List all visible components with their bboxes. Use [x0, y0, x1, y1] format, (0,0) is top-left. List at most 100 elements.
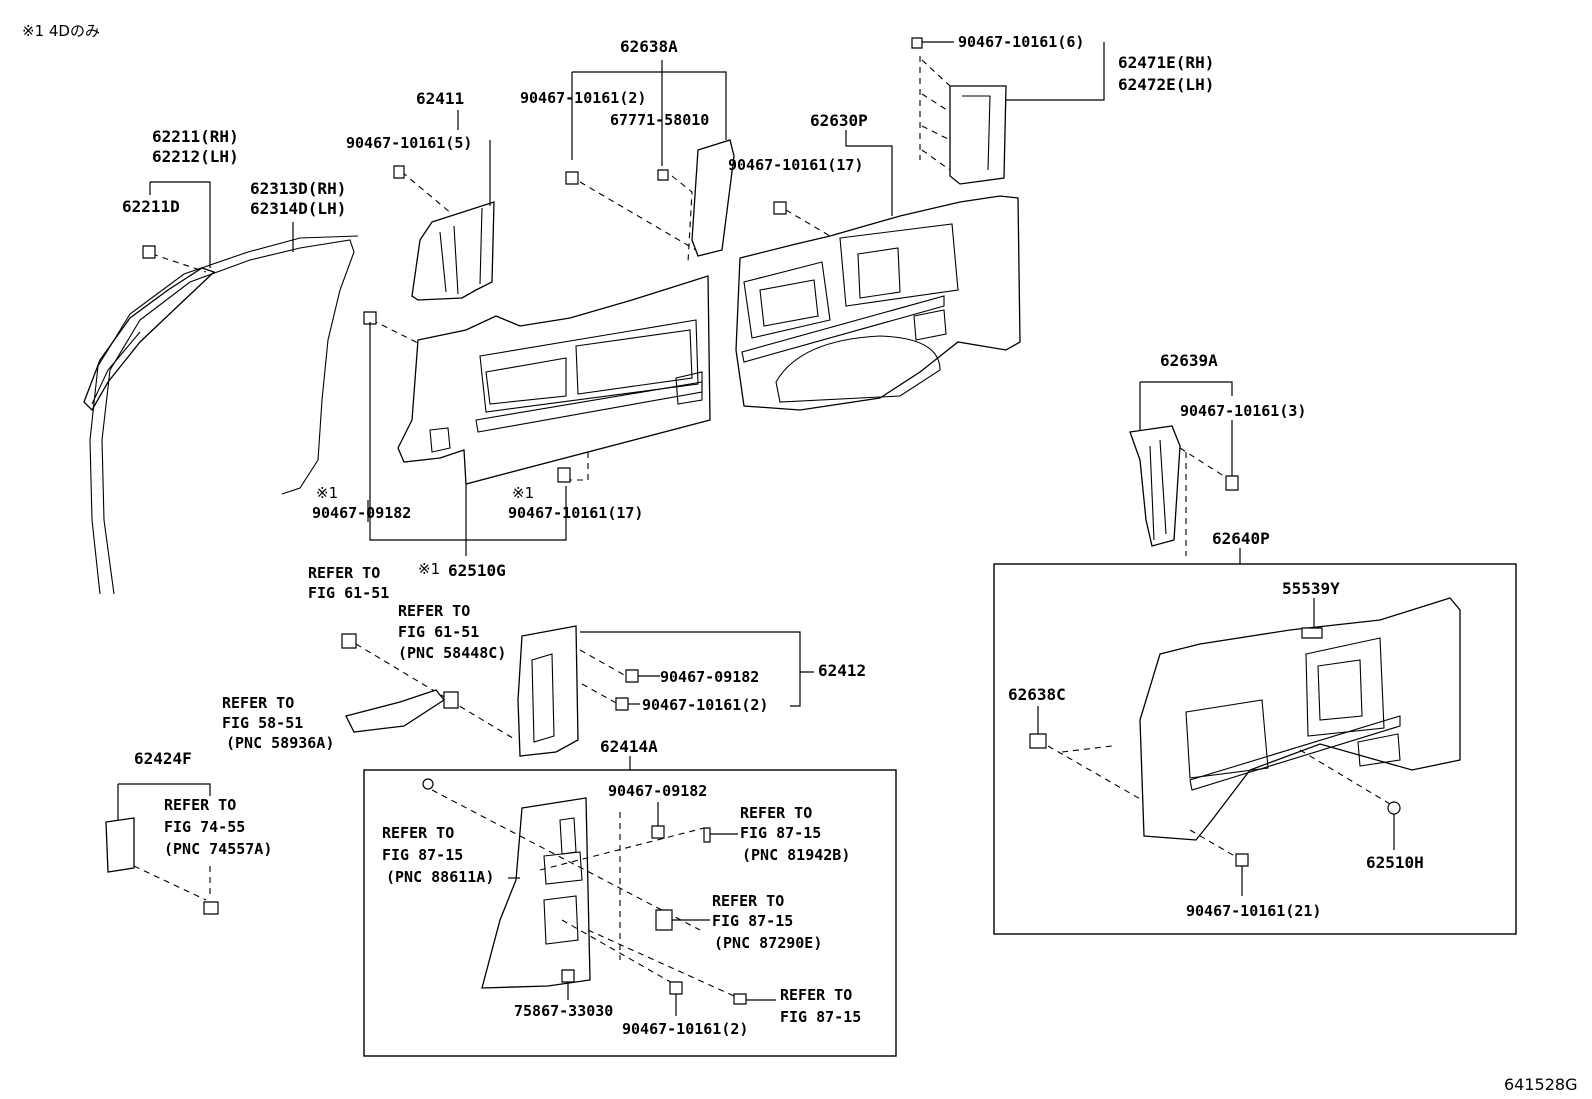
label-75867: 75867-33030: [514, 1002, 613, 1020]
label-62471E: 62471E(RH): [1118, 53, 1214, 72]
label-62640P: 62640P: [1212, 529, 1270, 548]
ref4-line3: (PNC 74557A): [164, 840, 272, 858]
leader-62412: [580, 631, 814, 707]
label-62639A: 62639A: [1160, 351, 1218, 370]
label-62640P-clip: 90467-10161(21): [1186, 902, 1321, 920]
clip-62510G-b: [557, 467, 571, 483]
label-62411: 62411: [416, 89, 464, 108]
leader-62638A: [571, 60, 727, 166]
clip-62638A: [565, 171, 579, 185]
bolt-fig-61-51: [341, 633, 357, 649]
clip-09182c: [651, 825, 665, 839]
mark-1b: ※1: [512, 484, 534, 502]
trim-62414A: [481, 797, 591, 989]
leader-62639A: [1139, 381, 1233, 476]
leader-62411: [457, 110, 491, 206]
clip-67771: [657, 169, 669, 181]
label-62638C: 62638C: [1008, 685, 1066, 704]
leader-62471E: [922, 41, 1105, 101]
bracket-62424F: [105, 817, 135, 873]
clip-62471E: [911, 37, 923, 49]
bolt-ref8: [733, 993, 747, 1005]
trim-62638A: [691, 139, 735, 257]
note-4d-only: ※1 4Dのみ: [22, 22, 100, 40]
label-62471-clip: 90467-10161(6): [958, 33, 1084, 51]
ref7-line3: (PNC 87290E): [714, 934, 822, 952]
leader-62424F: [117, 783, 211, 820]
ref8-line1: REFER TO: [780, 986, 852, 1004]
ref3-line2: FIG 58-51: [222, 714, 303, 732]
label-09182a: 90467-09182: [312, 504, 411, 522]
clip-62510H: [1387, 801, 1401, 815]
leader-62630P: [845, 130, 893, 216]
plug-55539Y: [1301, 627, 1323, 639]
dash-62630P: [785, 209, 831, 237]
clip-62211D: [142, 245, 156, 259]
mark-1c: ※1: [418, 560, 440, 578]
clip-62640P: [1235, 853, 1249, 867]
box-62640P: [993, 563, 1517, 935]
weatherstrip-62313D-inner: [89, 235, 359, 595]
label-62510H: 62510H: [1366, 853, 1424, 872]
label-62212: 62212(LH): [152, 147, 239, 166]
label-62639A-clip: 90467-10161(3): [1180, 402, 1306, 420]
dash-62414A-b: [539, 812, 705, 960]
label-62314D: 62314D(LH): [250, 199, 346, 218]
label-62211: 62211(RH): [152, 127, 239, 146]
trim-62630P: [735, 195, 1021, 411]
dash-62510G-a: [371, 319, 421, 345]
trim-62411: [411, 201, 495, 301]
dash-62638A-a: [579, 181, 697, 251]
dash-62640P-a: [1047, 745, 1143, 801]
clip-62412-a: [625, 669, 639, 683]
clip-62638C: [1029, 733, 1047, 749]
clip-62411: [393, 165, 405, 179]
dash-62639A: [1179, 447, 1231, 556]
ref4-line1: REFER TO: [164, 796, 236, 814]
ref5-line1: REFER TO: [382, 824, 454, 842]
clip-10161c: [669, 981, 683, 995]
label-62313D: 62313D(RH): [250, 179, 346, 198]
ref6-line2: FIG 87-15: [740, 824, 821, 842]
label-67771: 67771-58010: [610, 111, 709, 129]
part-87290E: [655, 909, 673, 931]
ref3-line3: (PNC 58936A): [226, 734, 334, 752]
part-74557A: [203, 901, 219, 915]
clip-62412-b: [615, 697, 629, 711]
ref2-line2: FIG 61-51: [398, 623, 479, 641]
label-62411-clip: 90467-10161(5): [346, 134, 472, 152]
trim-62412: [517, 625, 579, 757]
label-09182b: 90467-09182: [660, 668, 759, 686]
clip-62510G-a: [363, 311, 377, 325]
dash-62510G-b: [566, 452, 589, 481]
dash-62640P-c: [1189, 829, 1239, 859]
trim-62510G: [397, 275, 711, 485]
figure-code: 641528G: [1504, 1075, 1577, 1094]
ref8-line2: FIG 87-15: [780, 1008, 861, 1026]
ref4-line2: FIG 74-55: [164, 818, 245, 836]
ref2-line1: REFER TO: [398, 602, 470, 620]
dash-62412-b: [581, 683, 619, 705]
label-62472E: 62472E(LH): [1118, 75, 1214, 94]
pillar-garnish-62211: [83, 267, 216, 412]
ref5-line3: (PNC 88611A): [386, 868, 494, 886]
handle-58936A: [345, 689, 445, 733]
ref3-line1: REFER TO: [222, 694, 294, 712]
label-62412: 62412: [818, 661, 866, 680]
ref1-line2: FIG 61-51: [308, 584, 389, 602]
label-55539Y: 55539Y: [1282, 579, 1340, 598]
ref2-line3: (PNC 58448C): [398, 644, 506, 662]
label-62510G: 62510G: [448, 561, 506, 580]
label-62630P-clip: 90467-10161(17): [728, 156, 863, 174]
trim-62640P: [1139, 597, 1461, 841]
dash-62638A-b: [671, 175, 693, 263]
trim-62639A: [1129, 425, 1181, 547]
clip-62639A: [1225, 475, 1239, 491]
label-62424F: 62424F: [134, 749, 192, 768]
ref7-line2: FIG 87-15: [712, 912, 793, 930]
label-10161-2b: 90467-10161(2): [642, 696, 768, 714]
trim-62471E: [949, 85, 1007, 185]
cap-58448C: [443, 691, 459, 709]
part-81942B: [703, 827, 711, 843]
